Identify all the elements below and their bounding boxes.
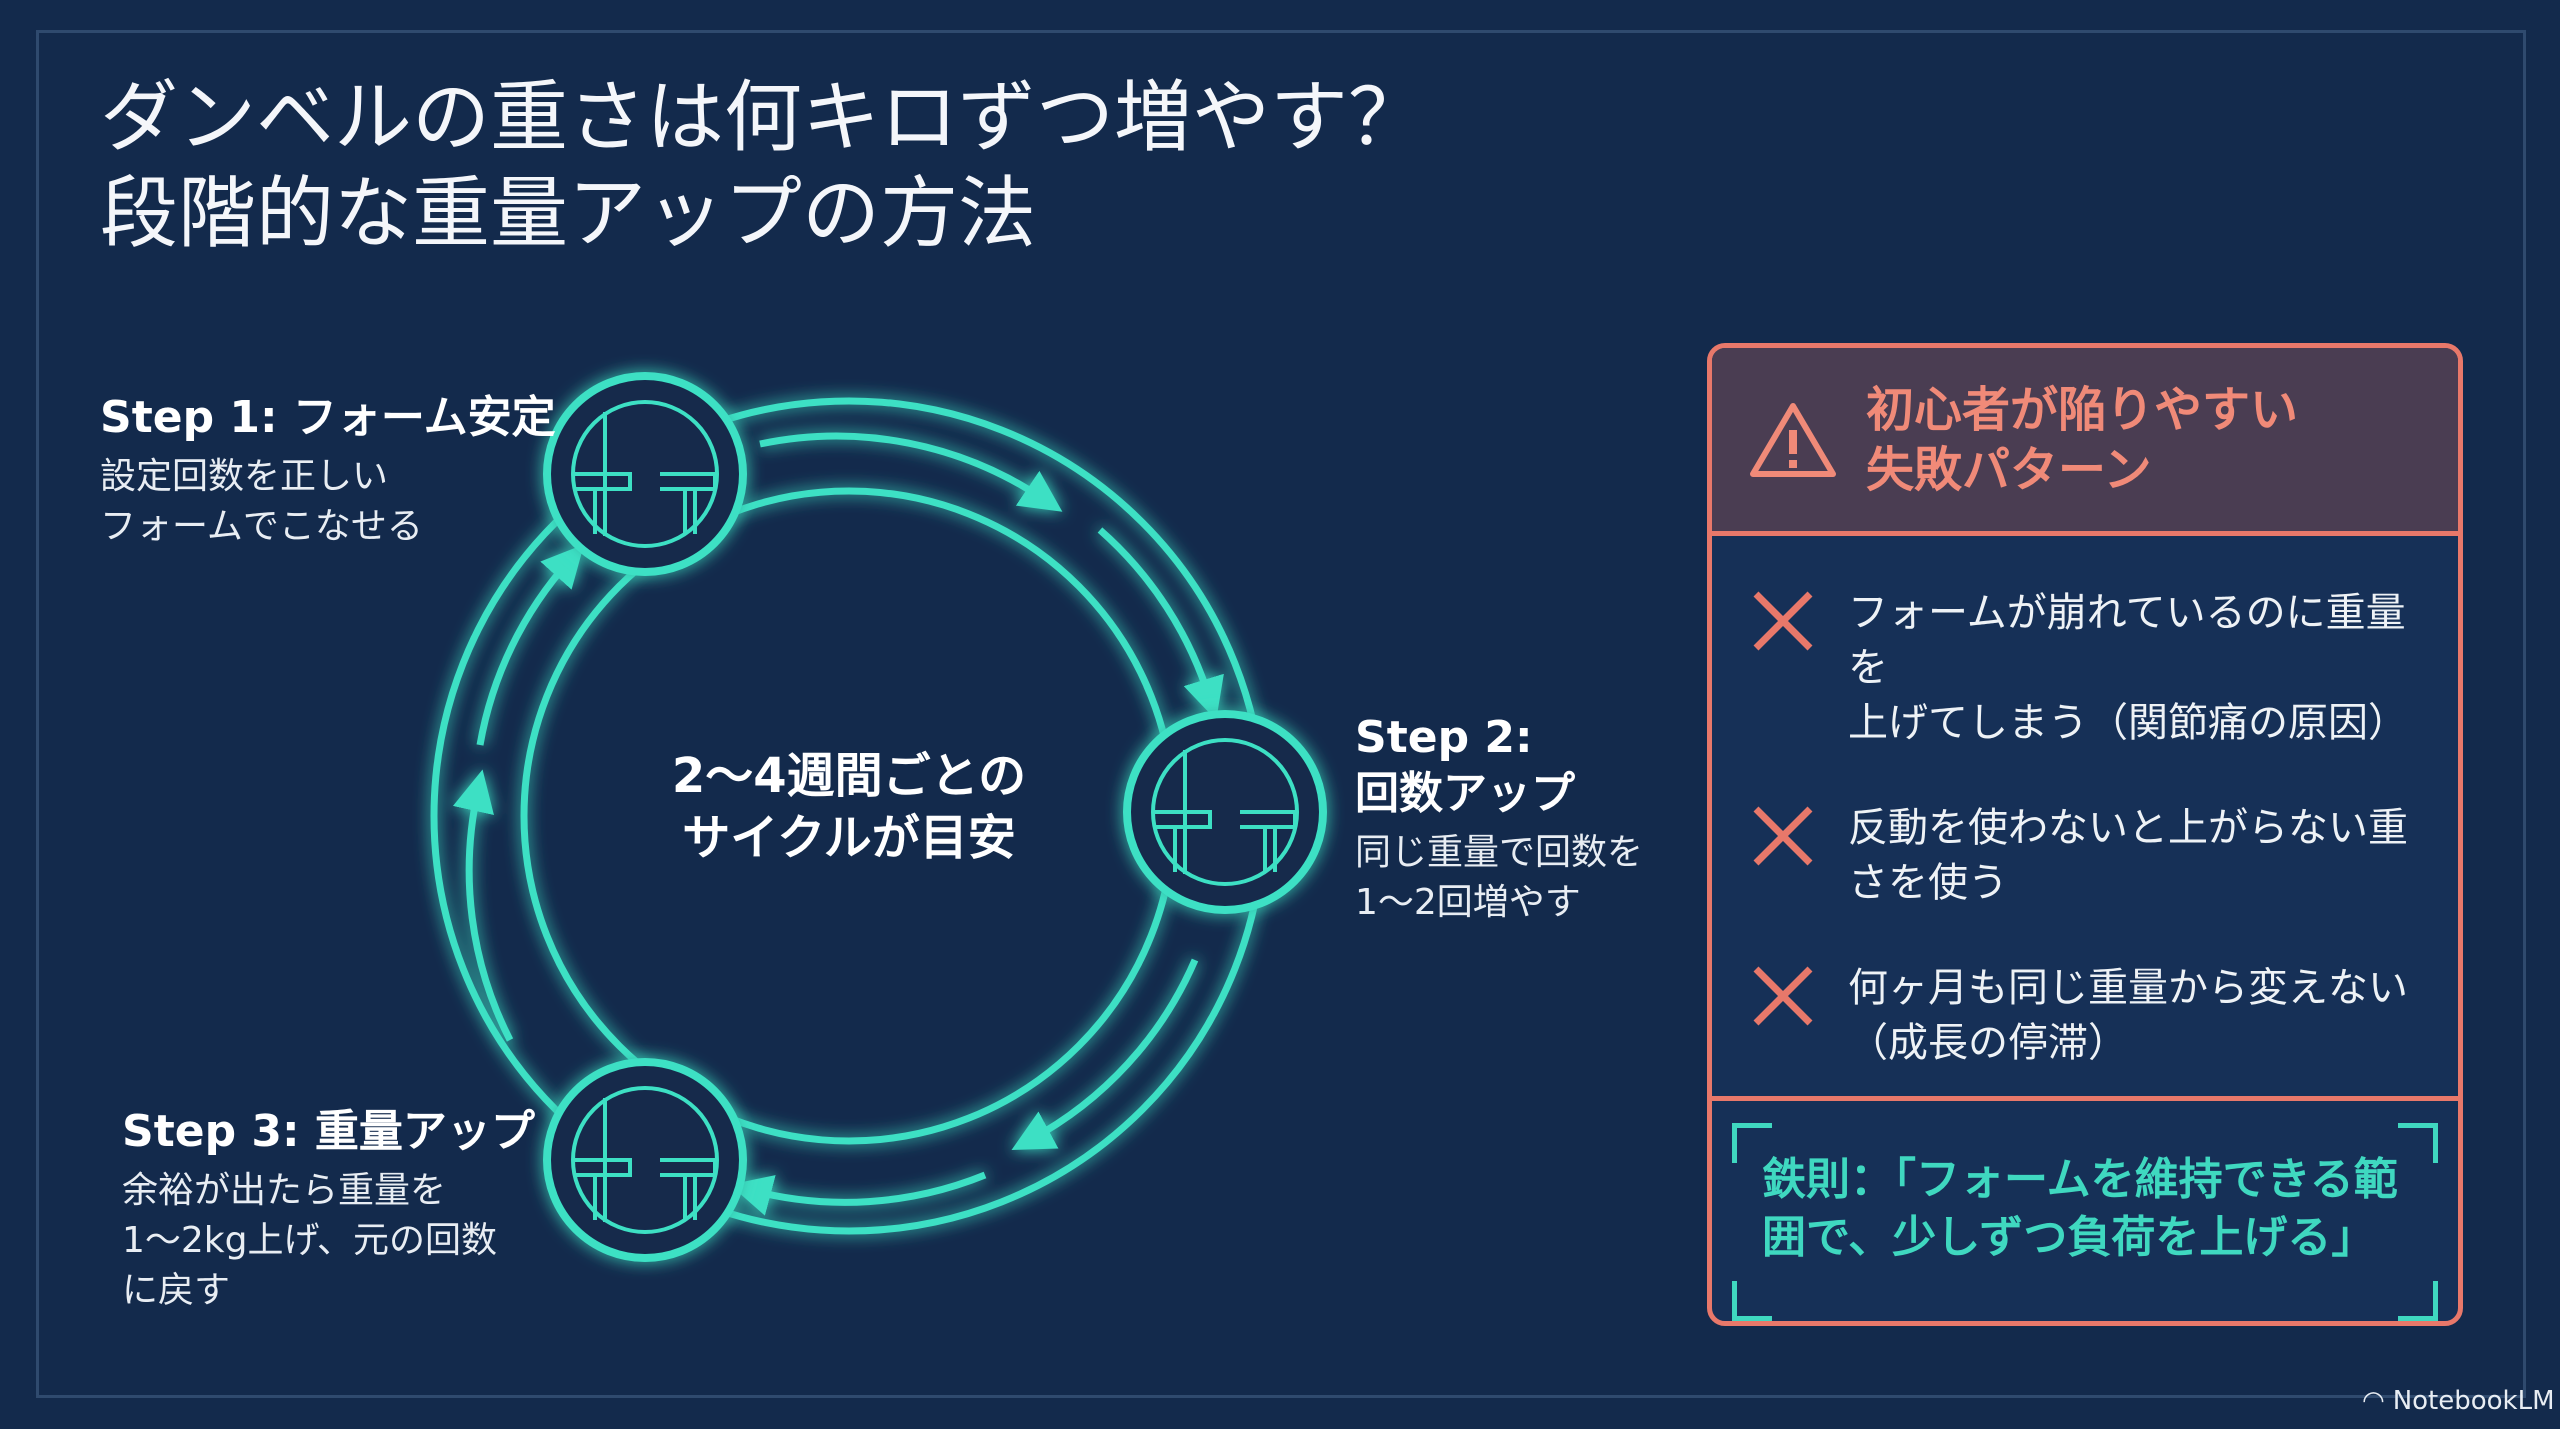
- bracket-corner: [1732, 1281, 1772, 1321]
- item-text: （成長の停滞）: [1848, 1020, 2128, 1066]
- item-text: さを使う: [1848, 860, 2008, 906]
- arrow-step1-to-2b: [1097, 527, 1224, 721]
- step-3-node-icon: [543, 1058, 747, 1262]
- list-item: 何ヶ月も同じ重量から変えない （成長の停滞）: [1748, 961, 2428, 1071]
- step-2: Step 2: 回数アップ 同じ重量で回数を 1〜2回増やす: [1355, 710, 1643, 928]
- cross-icon: [1753, 591, 1813, 651]
- list-item: フォームが崩れているのに重量を上げてしまう（関節痛の原因）: [1748, 586, 2428, 751]
- notebooklm-icon: ◠: [2362, 1386, 2385, 1416]
- step-2-desc: 1〜2回増やす: [1355, 882, 1581, 923]
- step-1-title: Step 1: フォーム安定: [100, 392, 556, 443]
- title-line-1: ダンベルの重さは何キロずつ増やす？: [100, 73, 1427, 163]
- arrow-step2-to-3b: [729, 1171, 987, 1216]
- brand-label: NotebookLM: [2392, 1386, 2555, 1416]
- step-1-desc: フォームでこなせる: [100, 506, 423, 547]
- panel-header: 初心者が陥りやすい失敗パターン: [1712, 348, 2458, 536]
- page-title: ダンベルの重さは何キロずつ増やす？ 段階的な重量アップの方法: [100, 70, 1426, 262]
- item-text: 反動を使わないと上がらない重: [1848, 805, 2408, 851]
- step-3-desc: に戻す: [122, 1270, 231, 1311]
- cycle-center-label: 2〜4週間ごとの サイクルが目安: [649, 745, 1049, 869]
- item-text: 上げてしまう（関節痛の原因）: [1848, 700, 2408, 746]
- step-1-node-icon: [543, 372, 747, 576]
- panel-title-2: 失敗パターン: [1866, 441, 2152, 498]
- bracket-corner: [2398, 1123, 2438, 1163]
- step-1: Step 1: フォーム安定 設定回数を正しい フォームでこなせる: [100, 390, 556, 552]
- center-line-1: 2〜4週間ごとの: [671, 748, 1027, 804]
- step-3: Step 3: 重量アップ 余裕が出たら重量を 1〜2kg上げ、元の回数 に戻す: [122, 1104, 535, 1316]
- notebooklm-logo: ◠NotebookLM: [2362, 1386, 2555, 1416]
- rule-text: 囲で、少しずつ負荷を上げる」: [1762, 1212, 2376, 1263]
- bracket-corner: [2398, 1281, 2438, 1321]
- step-3-desc: 1〜2kg上げ、元の回数: [122, 1220, 497, 1261]
- step-3-title: Step 3: 重量アップ: [122, 1106, 535, 1157]
- arrow-step3-to-1: [452, 769, 514, 1042]
- step-2-title: 回数アップ: [1355, 768, 1575, 819]
- bracket-corner: [1732, 1123, 1772, 1163]
- mistake-list: フォームが崩れているのに重量を上げてしまう（関節痛の原因） 反動を使わないと上が…: [1712, 536, 2458, 1101]
- panel-title: 初心者が陥りやすい失敗パターン: [1866, 380, 2298, 500]
- step-2-node-icon: [1123, 710, 1327, 914]
- step-2-title: Step 2:: [1355, 712, 1533, 763]
- golden-rule: 鉄則：「フォームを維持できる範囲で、少しずつ負荷を上げる」: [1712, 1101, 2458, 1321]
- arrow-step3-to-1b: [476, 544, 585, 746]
- rule-text: 鉄則：「フォームを維持できる範: [1762, 1154, 2398, 1205]
- arrow-step2-to-3: [1011, 958, 1199, 1150]
- list-item: 反動を使わないと上がらない重さを使う: [1748, 801, 2428, 911]
- arrow-step1-to-2: [759, 432, 1063, 512]
- step-3-desc: 余裕が出たら重量を: [122, 1170, 447, 1211]
- item-text: 何ヶ月も同じ重量から変えない: [1848, 965, 2408, 1011]
- step-1-desc: 設定回数を正しい: [100, 456, 389, 497]
- title-line-2: 段階的な重量アップの方法: [100, 169, 1037, 259]
- mistakes-panel: 初心者が陥りやすい失敗パターン フォームが崩れているのに重量を上げてしまう（関節…: [1707, 343, 2463, 1326]
- step-2-desc: 同じ重量で回数を: [1355, 832, 1644, 873]
- warning-icon: [1750, 402, 1836, 477]
- cross-icon: [1753, 806, 1813, 866]
- item-text: フォームが崩れているのに重量を: [1848, 590, 2406, 691]
- panel-title-1: 初心者が陥りやすい: [1866, 381, 2299, 438]
- center-line-2: サイクルが目安: [682, 810, 1016, 866]
- cross-icon: [1753, 966, 1813, 1026]
